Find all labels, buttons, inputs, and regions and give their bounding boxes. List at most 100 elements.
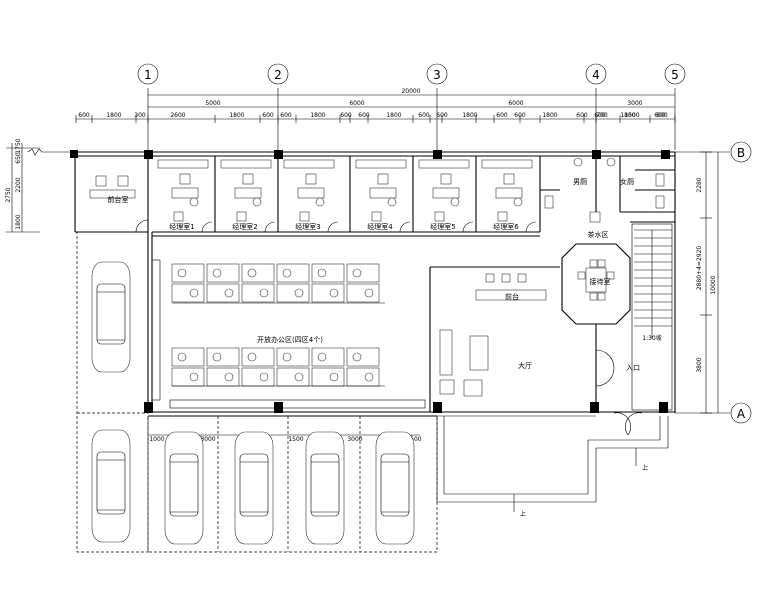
office-room-6: 经理室6 [481,159,537,233]
svg-text:2: 2 [274,68,282,82]
parked-car [164,431,204,545]
row1-dimension-label: 600 [418,112,430,119]
row1-dimension-label: 600 [358,112,370,119]
office-label: 经理室5 [430,222,455,231]
hall-label: 大厅 [518,361,532,370]
parked-car [305,431,345,545]
female-wc-label: 女厕 [620,177,634,186]
svg-text:4: 4 [592,68,600,82]
workstation [276,347,310,387]
workstation [171,347,205,387]
workstation [241,263,275,303]
parked-car [234,431,274,545]
open-office: 开放办公区(四区4个) [151,259,426,409]
svg-text:A: A [737,407,746,421]
parking: 1000 3000 1000 1500 3000 1500 [76,231,438,553]
office-room-2: 经理室2 [220,159,276,233]
svg-text:3: 3 [433,68,441,82]
svg-text:2750: 2750 [5,187,12,202]
left-dimensions: 2750 1800 2200 650 1750 [5,138,72,233]
row1-dimension-label: 1800 [106,112,121,119]
office-label: 经理室4 [367,222,393,231]
row1-dimension-label: 700 [596,112,608,119]
reception-desk-label: 前台 [505,292,519,301]
svg-text:5: 5 [671,68,679,82]
row1-dimension-label: 600 [496,112,508,119]
hall: 大厅 前台 入口 [439,273,643,436]
svg-text:650: 650 [15,152,22,164]
workstation [241,347,275,387]
open-office-label: 开放办公区(四区4个) [257,335,323,344]
toilets: 男厕 女厕 茶水区 [544,157,665,239]
row1-dimension-label: 2600 [170,112,185,119]
office-room-4: 经理室4 [355,159,411,233]
water-area-label: 茶水区 [588,230,609,239]
row1-dimension-label: 600 [78,112,90,119]
row1-dimension-label: 1800 [620,112,635,119]
workstation [171,263,205,303]
office-label: 经理室2 [232,222,257,231]
workstation [276,263,310,303]
up-mark-1: 上 [520,510,526,518]
entrance-label: 入口 [626,364,640,372]
svg-text:1800: 1800 [15,214,22,229]
svg-text:10000: 10000 [710,275,717,294]
row1-dimension-label: 300 [134,112,146,119]
svg-text:1500: 1500 [288,436,303,443]
up-mark-2: 上 [642,464,648,472]
row1-dimension-label: 1800 [229,112,244,119]
reception-room: 前台室 [89,175,149,233]
office-label: 经理室6 [493,222,519,231]
stairs: 1:30坡 [631,223,673,411]
row1-dimension-label: 1800 [310,112,325,119]
svg-text:1500: 1500 [406,436,421,443]
svg-text:3800: 3800 [696,357,703,372]
parked-car [375,431,415,545]
svg-text:1: 1 [144,68,152,82]
axis-bubble-b: B [675,141,752,163]
svg-text:3000: 3000 [627,100,642,107]
exterior: 上 上 [436,416,669,518]
office-room-5: 经理室5 [418,159,474,233]
offices: 经理室1 经理室2 经理室3 经理室4 经理室5 经理室6 [157,159,537,233]
workstation [311,263,345,303]
meeting-room-label: 接待室 [590,277,611,286]
row1-dimension-label: 1800 [542,112,557,119]
reception-room-label: 前台室 [108,195,129,204]
row1-dimension-label: 600 [340,112,352,119]
row1-dimension-label: 1800 [386,112,401,119]
svg-text:2880+4=2920: 2880+4=2920 [696,246,703,291]
svg-text:1000: 1000 [149,436,164,443]
parked-car [91,261,131,373]
ramp-label: 1:30坡 [642,334,661,342]
columns [70,150,670,413]
walls [74,151,676,417]
svg-text:6000: 6000 [349,100,364,107]
parked-car [91,429,131,543]
svg-text:2280: 2280 [696,177,703,192]
right-dimensions: 2280 2880+4=2920 10000 3800 [696,151,719,414]
row1-dimension-label: 600 [576,112,588,119]
row1-dimension-label: 600 [280,112,292,119]
row1-dimension-label: 800 [656,112,668,119]
row1-dimension-label: 600 [262,112,274,119]
office-room-1: 经理室1 [157,159,213,233]
row1-dimension-label: 600 [594,112,606,119]
row1-dimension-label: 1800 [462,112,477,119]
workstation [346,263,380,303]
svg-text:6000: 6000 [508,100,523,107]
svg-text:1750: 1750 [15,138,22,153]
workstation [346,347,380,387]
office-label: 经理室3 [295,222,320,231]
row1-dimension-label: 1500 [624,112,639,119]
office-label: 经理室1 [169,222,194,231]
workstation [311,347,345,387]
svg-text:B: B [737,146,745,160]
office-room-3: 经理室3 [283,159,339,233]
svg-text:3000: 3000 [347,436,362,443]
meeting-room: 接待室 [577,259,615,301]
svg-text:20000: 20000 [401,88,420,95]
workstation [206,263,240,303]
axis-bubble-a: A [675,402,752,424]
svg-text:5000: 5000 [205,100,220,107]
